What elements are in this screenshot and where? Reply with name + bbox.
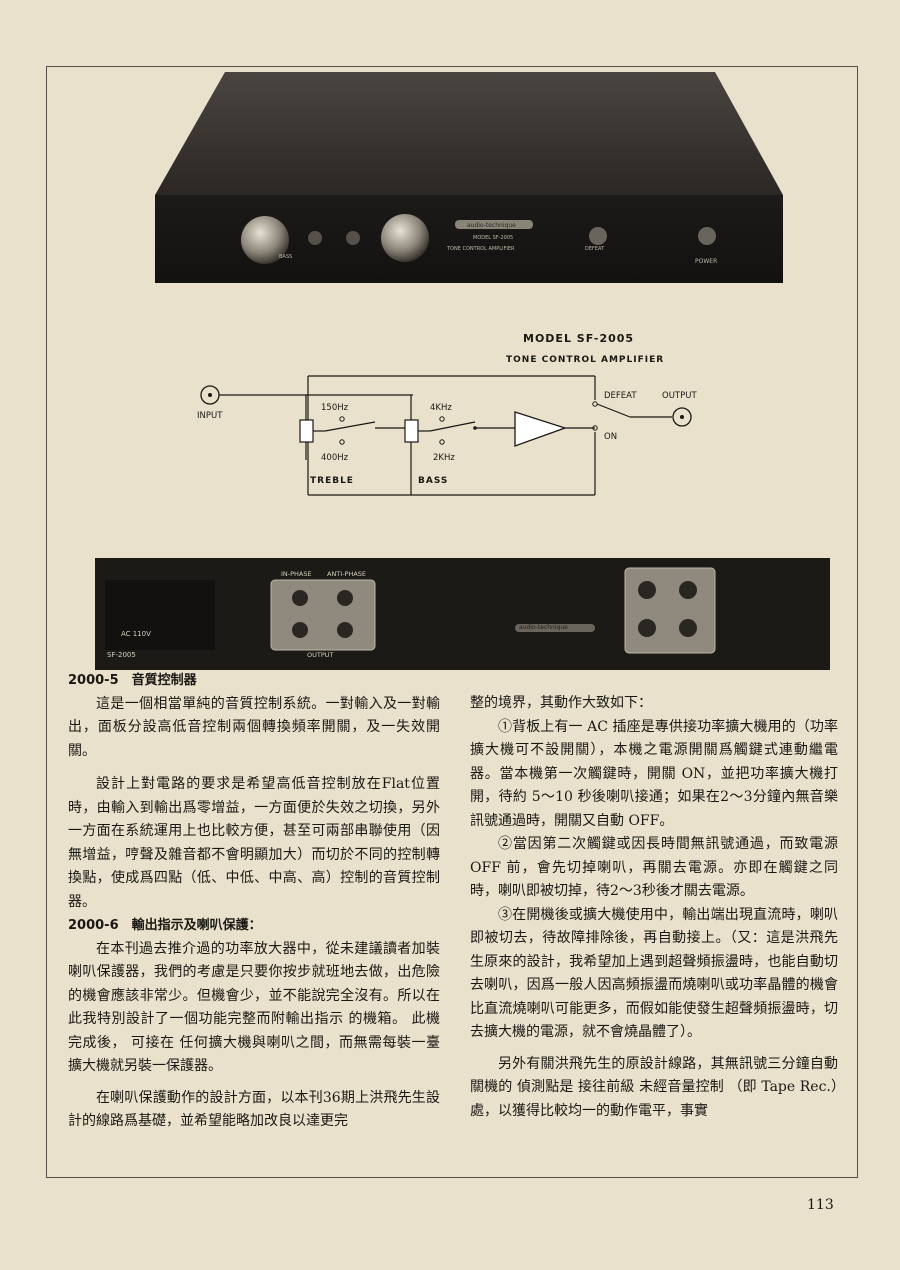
rear-anti-phase: ANTI-PHASE	[327, 570, 367, 578]
on-label: ON	[604, 432, 617, 442]
front-brand: audio-technique	[467, 222, 516, 229]
front-power-label: POWER	[695, 258, 718, 265]
page-frame	[46, 66, 858, 1178]
output-label: OUTPUT	[662, 391, 697, 401]
label-400hz: 400Hz	[321, 453, 349, 463]
schematic-model: MODEL SF-2005	[523, 332, 634, 345]
paragraph: ③在開機後或擴大機使用中，輸出端出現直流時，喇叭即被切去，待故障排除後，再自動接…	[470, 906, 838, 1041]
paragraph: 設計上對電路的要求是希望高低音控制放在Flat位置時，由輸入到輸出爲零增益，一方…	[68, 776, 440, 910]
front-subtitle: TONE CONTROL AMPLIFIER	[447, 246, 515, 252]
rear-panel-photo: IN-PHASE ANTI-PHASE OUTPUT AC 110V SF-20…	[95, 558, 830, 670]
rear-ac: AC 110V	[121, 630, 151, 638]
section-heading-2000-5: 2000-5 音質控制器	[68, 673, 197, 688]
label-150hz: 150Hz	[321, 403, 349, 413]
output-jack	[672, 407, 692, 427]
rear-brand: audio-technique	[519, 624, 568, 631]
label-2khz: 2KHz	[433, 453, 455, 463]
page-number: 113	[807, 1197, 834, 1213]
input-label: INPUT	[197, 411, 223, 421]
left-column: 2000-5 音質控制器 這是一個相當單純的音質控制系統。一對輸入及一對輸出，面…	[68, 669, 440, 1134]
bass-label: BASS	[418, 476, 448, 486]
right-column: 整的境界，其動作大致如下： ①背板上有一 AC 插座是專供接功率擴大機用的（功率…	[470, 692, 838, 1123]
paragraph: 整的境界，其動作大致如下：	[470, 695, 652, 711]
paragraph: 這是一個相當單純的音質控制系統。一對輸入及一對輸出，面板分設高低音控制兩個轉換頻…	[68, 695, 440, 759]
paragraph: ①背板上有一 AC 插座是專供接功率擴大機用的（功率擴大機可不設開關），本機之電…	[470, 718, 838, 829]
paragraph: 另外有關洪飛先生的原設計線路，其無訊號三分鐘自動關機的 偵測點是 接往前級 未經…	[470, 1055, 838, 1119]
schematic-title: TONE CONTROL AMPLIFIER	[506, 355, 664, 365]
amplifier-symbol	[514, 411, 568, 447]
rear-in-phase: IN-PHASE	[281, 570, 312, 578]
rear-model: SF-2005	[107, 651, 136, 659]
section-heading-2000-6: 2000-6 輸出指示及喇叭保護：	[68, 918, 262, 933]
front-bass-label: BASS	[279, 254, 293, 260]
schematic-diagram: MODEL SF-2005 TONE CONTROL AMPLIFIER INP…	[190, 320, 730, 520]
paragraph: ②當因第二次觸鍵或因長時間無訊號通過，而致電源 OFF 前，會先切掉喇叭，再關去…	[470, 836, 838, 899]
defeat-label: DEFEAT	[604, 391, 637, 401]
treble-label: TREBLE	[310, 476, 354, 486]
paragraph: 在喇叭保護動作的設計方面，以本刊36期上洪飛先生設計的線路爲基礎，並希望能略加改…	[68, 1089, 440, 1130]
paragraph: 在本刊過去推介過的功率放大器中，從未建議讀者加裝喇叭保護器，我們的考慮是只要你按…	[68, 940, 440, 1075]
label-4khz: 4KHz	[430, 403, 452, 413]
front-defeat-label: DEFEAT	[585, 246, 605, 252]
front-model: MODEL SF-2005	[473, 235, 514, 241]
front-panel-photo: audio-technique MODEL SF-2005 TONE CONTR…	[155, 70, 783, 285]
rear-output: OUTPUT	[307, 651, 334, 659]
